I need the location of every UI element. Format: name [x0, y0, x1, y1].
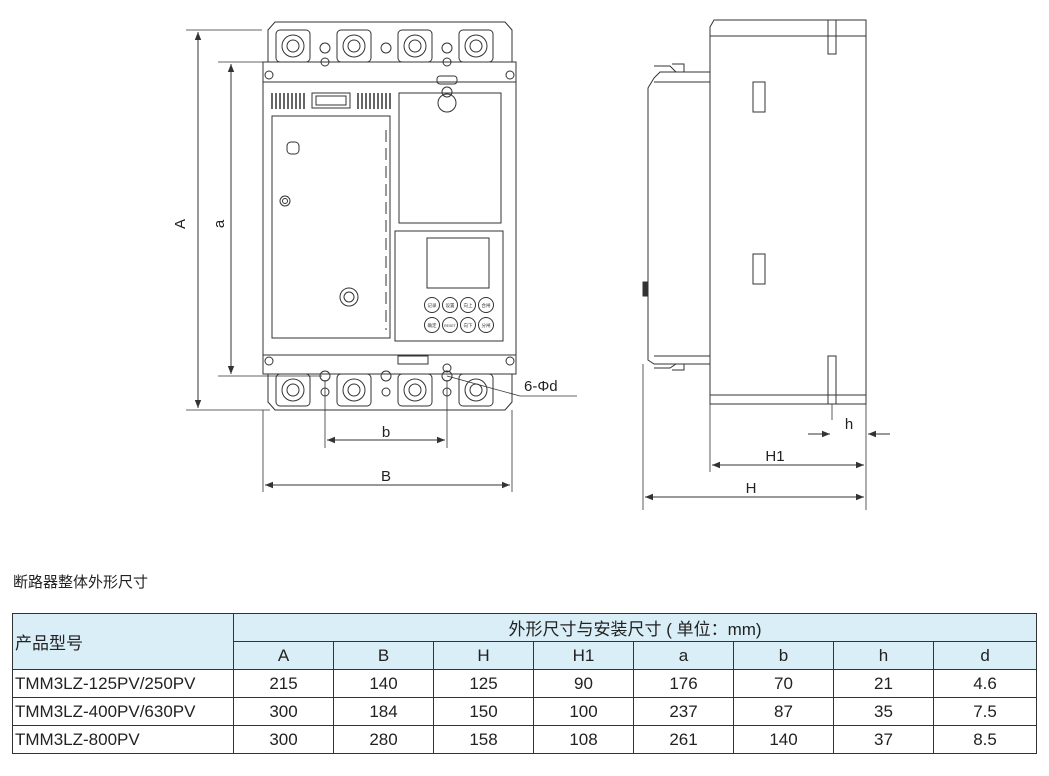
column-header: B: [333, 641, 434, 670]
value-cell: 176: [633, 669, 734, 698]
value-cell: 4.6: [932, 669, 1038, 698]
dimension-h-label: h: [845, 416, 853, 433]
value-cell: 215: [233, 669, 334, 698]
dimension-group-header: 外形尺寸与安装尺寸 ( 单位：mm): [232, 613, 1038, 642]
value-cell: 100: [533, 697, 634, 726]
model-cell: TMM3LZ-400PV/630PV: [12, 697, 234, 726]
top-terminals: [275, 29, 494, 67]
value-cell: 90: [533, 669, 634, 698]
value-cell: 150: [433, 697, 534, 726]
dimension-b-label: b: [382, 424, 390, 441]
controller-panel: [394, 230, 504, 342]
value-cell: 140: [733, 725, 834, 754]
side-view: h H1 H: [642, 19, 890, 510]
column-header: a: [633, 641, 734, 670]
value-cell: 21: [833, 669, 934, 698]
key-label: 设置: [446, 302, 455, 309]
table-row: TMM3LZ-800PV 300 280 158 108 261 140 37 …: [12, 725, 1038, 754]
column-header: d: [932, 641, 1038, 670]
column-header: b: [733, 641, 834, 670]
value-cell: 300: [233, 725, 334, 754]
value-cell: 237: [633, 697, 734, 726]
value-cell: 280: [333, 725, 434, 754]
dimension-H1-label: H1: [765, 448, 784, 465]
table-row: TMM3LZ-125PV/250PV 215 140 125 90 176 70…: [12, 669, 1038, 698]
column-header: H: [433, 641, 534, 670]
column-header: H1: [533, 641, 634, 670]
model-cell: TMM3LZ-125PV/250PV: [12, 669, 234, 698]
value-cell: 7.5: [932, 697, 1038, 726]
value-cell: 8.5: [932, 725, 1038, 754]
table-header-row: 产品型号 外形尺寸与安装尺寸 ( 单位：mm): [12, 613, 1038, 670]
handle-cover: [271, 115, 391, 339]
vent-slots: [271, 93, 391, 109]
key-label: RESET: [444, 324, 457, 328]
dimension-B-label: B: [381, 468, 391, 485]
value-cell: 108: [533, 725, 634, 754]
hole-spec-label: 6-Φd: [524, 378, 558, 395]
key-label: 合闸: [482, 302, 491, 309]
table-row: TMM3LZ-400PV/630PV 300 184 150 100 237 8…: [12, 697, 1038, 726]
upper-window: [398, 92, 502, 224]
value-cell: 37: [833, 725, 934, 754]
dimension-A-label: A: [172, 219, 189, 229]
column-header: A: [233, 641, 334, 670]
model-cell: TMM3LZ-800PV: [12, 725, 234, 754]
key-label: 向上: [464, 302, 473, 308]
hole-leader: [446, 375, 577, 397]
value-cell: 158: [433, 725, 534, 754]
front-view: 记录 设置 向上 合闸 确定 RESET 向下 分闸 A a b B: [172, 21, 577, 492]
key-label: 分闸: [482, 322, 491, 329]
keypad: 记录 设置 向上 合闸 确定 RESET 向下 分闸: [424, 297, 494, 333]
dimension-table: 产品型号 外形尺寸与安装尺寸 ( 单位：mm) A B H H1 a b h d…: [12, 613, 1038, 754]
dimension-a-label: a: [211, 219, 228, 228]
product-model-header: 产品型号: [12, 613, 234, 670]
bottom-terminals: [275, 370, 494, 407]
dimension-H-label: H: [746, 480, 757, 497]
value-cell: 261: [633, 725, 734, 754]
key-label: 记录: [428, 302, 437, 308]
value-cell: 140: [333, 669, 434, 698]
key-label: 向下: [464, 322, 473, 329]
value-cell: 300: [233, 697, 334, 726]
key-label: 确定: [428, 322, 437, 329]
technical-drawing: 记录 设置 向上 合闸 确定 RESET 向下 分闸 A a b B: [172, 19, 890, 510]
lcd-display: [426, 237, 490, 289]
value-cell: 70: [733, 669, 834, 698]
value-cell: 35: [833, 697, 934, 726]
value-cell: 87: [733, 697, 834, 726]
column-header-row: A B H H1 a b h d: [13, 641, 1038, 670]
value-cell: 184: [333, 697, 434, 726]
value-cell: 125: [433, 669, 534, 698]
section-title: 断路器整体外形尺寸: [13, 574, 149, 591]
column-header: h: [833, 641, 934, 670]
